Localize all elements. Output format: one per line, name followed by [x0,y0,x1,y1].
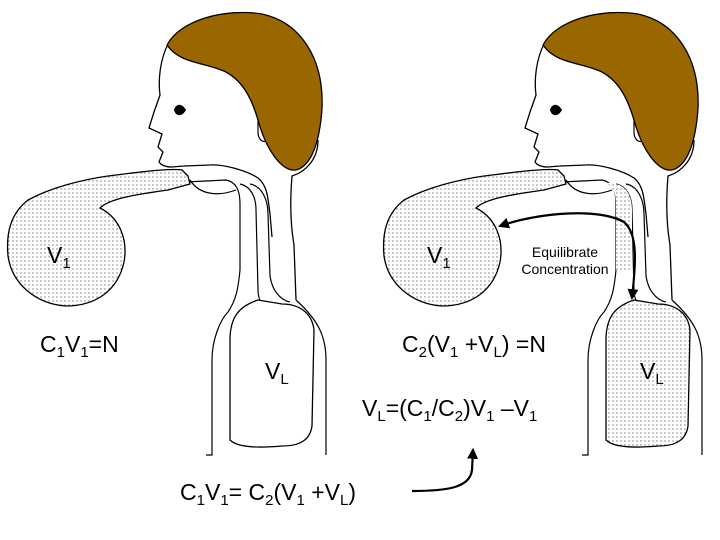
right-back-of-head [666,139,695,301]
left-mouth-cavity [189,179,237,195]
left-bag [6,168,191,307]
right-mouth-cavity [565,179,613,195]
left-lung-volume-label: VL [265,358,289,388]
result-arrow-icon [411,447,479,493]
equilibrate-arrow-icon [497,212,639,301]
initial-equation: C1V1=N [40,331,119,361]
right-figure [382,11,703,456]
right-bag [382,168,567,307]
right-hair [542,11,699,171]
left-airway-back [239,183,271,311]
left-lung [229,299,315,448]
left-hair [166,11,323,171]
conservation-equation: C1V1= C2(V1 +VL) [180,479,356,509]
right-head-outline [524,43,649,238]
left-bag-volume-label: V1 [47,242,71,272]
right-bag-volume-label: V1 [427,242,451,272]
equilibrate-label: Equilibrate Concentration [521,244,609,277]
left-figure [6,11,327,456]
left-esophagus [249,183,291,303]
right-lung [605,299,691,448]
left-head-outline [148,43,273,238]
right-esophagus [625,183,667,303]
lung-volume-equation: VL=(C1/C2)V1 –V1 [362,395,538,425]
left-airway-front [185,179,241,456]
equilibrium-equation: C2(V1 +VL) =N [402,331,546,361]
right-torso-right [671,299,703,455]
left-torso-right [295,299,327,455]
right-lung-volume-label: VL [640,358,664,388]
left-back-of-head [290,139,319,301]
